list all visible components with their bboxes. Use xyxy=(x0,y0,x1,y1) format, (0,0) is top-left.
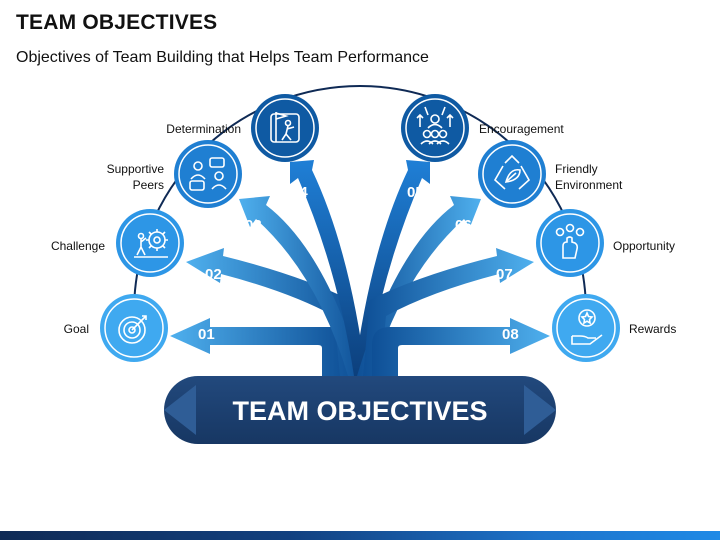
award-hand-icon xyxy=(571,309,603,345)
circle-03 xyxy=(174,140,242,208)
number-08: 08 xyxy=(502,326,519,343)
label-friendly-environment: Friendly Environment xyxy=(555,162,623,192)
circle-05 xyxy=(401,94,469,162)
label-challenge: Challenge xyxy=(50,239,105,253)
connector-arc xyxy=(133,85,587,313)
gear-climber-icon xyxy=(134,229,168,258)
center-banner xyxy=(164,376,556,444)
footer-bar xyxy=(0,531,720,540)
label-supportive-peers: Supportive Peers xyxy=(106,162,164,192)
label-determination: Determination xyxy=(166,122,241,136)
label-goal: Goal xyxy=(63,322,89,336)
center-label: TEAM OBJECTIVES xyxy=(232,396,487,426)
circle-07 xyxy=(536,209,604,277)
recycle-leaf-icon xyxy=(493,154,531,190)
number-03: 03 xyxy=(245,217,262,234)
number-04: 04 xyxy=(291,184,308,201)
circle-06 xyxy=(478,140,546,208)
number-06: 06 xyxy=(455,217,472,234)
arrow-02 xyxy=(186,248,357,376)
page-subtitle: Objectives of Team Building that Helps T… xyxy=(16,49,429,66)
label-rewards: Rewards xyxy=(629,322,677,336)
label-opportunity: Opportunity xyxy=(613,239,676,253)
flag-climb-icon xyxy=(270,112,300,143)
hand-coins-icon xyxy=(555,223,585,259)
number-02: 02 xyxy=(205,266,222,283)
number-05: 05 xyxy=(407,184,424,201)
team-cheer-icon xyxy=(416,106,454,145)
number-07: 07 xyxy=(496,266,513,283)
arrow-04 xyxy=(290,160,366,376)
circle-04 xyxy=(251,94,319,162)
number-01: 01 xyxy=(198,326,215,343)
peers-icon xyxy=(189,157,227,191)
circle-08 xyxy=(552,294,620,362)
arrow-03 xyxy=(239,196,363,376)
arrow-08 xyxy=(372,318,550,376)
label-encouragement: Encouragement xyxy=(479,122,564,136)
circle-02 xyxy=(116,209,184,277)
page-title: TEAM OBJECTIVES xyxy=(16,11,218,34)
circle-01 xyxy=(100,294,168,362)
arrow-01 xyxy=(170,318,348,376)
target-icon xyxy=(118,315,147,344)
